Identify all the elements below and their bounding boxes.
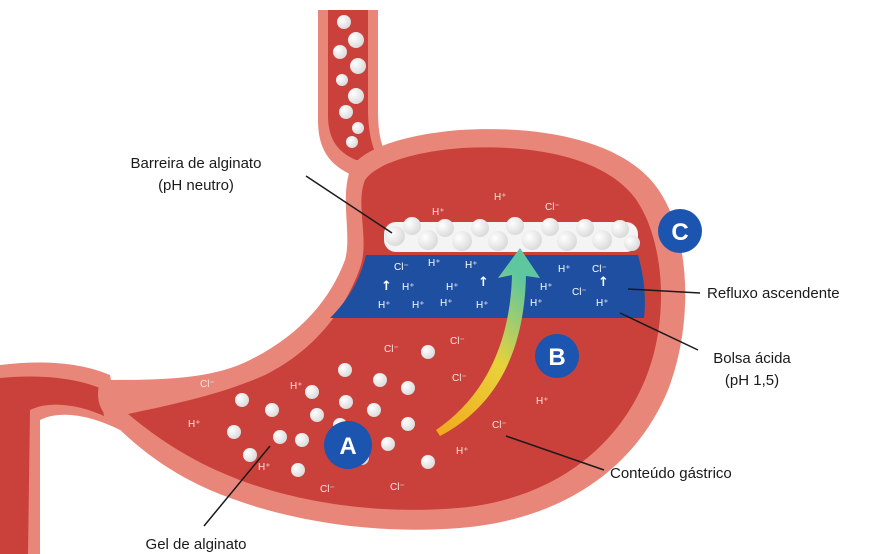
ion-label: H⁺	[290, 381, 303, 392]
ion-label: Cl⁻	[450, 336, 465, 347]
ion-label: H⁺	[465, 260, 478, 271]
ion-label: H⁺	[446, 282, 459, 293]
alginate-barrier-foam	[384, 217, 640, 252]
ion-label: H⁺	[530, 298, 543, 309]
stomach-inner	[128, 147, 661, 510]
label-reflux: Refluxo ascendente	[707, 285, 840, 302]
label-barrier-line1: Barreira de alginato	[131, 155, 262, 172]
badge-c: C	[658, 209, 702, 253]
ion-label: H⁺	[412, 300, 425, 311]
ion-label: Cl⁻	[390, 482, 405, 493]
ion-label: Cl⁻	[394, 262, 409, 273]
label-gastric-content: Conteúdo gástrico	[610, 465, 732, 482]
label-acid-pocket-line2: (pH 1,5)	[725, 372, 779, 389]
up-arrow-icon: ↑	[598, 275, 609, 290]
label-barrier-line2: (pH neutro)	[158, 177, 234, 194]
label-alginate-gel: Gel de alginato	[146, 536, 247, 553]
ion-label: H⁺	[456, 446, 469, 457]
badge-a: A	[324, 421, 372, 469]
ion-label: Cl⁻	[452, 373, 467, 384]
ion-label: Cl⁻	[492, 420, 507, 431]
badge-b: B	[535, 334, 579, 378]
up-arrow-icon: ↑	[478, 275, 489, 290]
ion-label: H⁺	[188, 419, 201, 430]
ion-label: H⁺	[540, 282, 553, 293]
badge-c-label: C	[671, 219, 688, 246]
ion-label: H⁺	[258, 462, 271, 473]
ion-label: Cl⁻	[592, 264, 607, 275]
ion-label: H⁺	[402, 282, 415, 293]
badge-b-label: B	[548, 344, 565, 371]
ion-label: H⁺	[440, 298, 453, 309]
ion-label: Cl⁻	[545, 202, 560, 213]
ion-label: Cl⁻	[200, 379, 215, 390]
ion-label: Cl⁻	[572, 287, 587, 298]
ion-label: H⁺	[536, 396, 549, 407]
ion-label: H⁺	[432, 207, 445, 218]
badge-a-label: A	[339, 433, 356, 460]
up-arrow-icon: ↑	[381, 279, 392, 294]
ion-label: H⁺	[476, 300, 489, 311]
ion-label: H⁺	[378, 300, 391, 311]
ion-label: Cl⁻	[320, 484, 335, 495]
ion-label: Cl⁻	[384, 344, 399, 355]
ion-label: H⁺	[494, 192, 507, 203]
ion-label: H⁺	[428, 258, 441, 269]
ion-label: H⁺	[596, 298, 609, 309]
ion-label: H⁺	[558, 264, 571, 275]
label-acid-pocket-line1: Bolsa ácida	[713, 350, 791, 367]
